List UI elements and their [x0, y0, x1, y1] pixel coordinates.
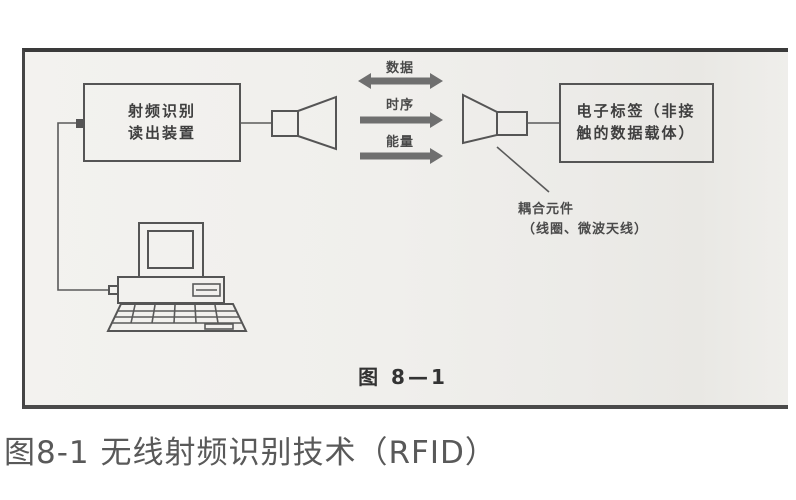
wire-connector	[76, 119, 85, 128]
computer-keyboard	[106, 303, 248, 332]
coupling-label-line1: 耦合元件	[518, 201, 574, 217]
arrow-label-energy: 能量	[386, 134, 414, 150]
rfid-figure-scan: 射频识别 读出装置 数据 时序 能量 电子标签（非接	[22, 48, 788, 409]
computer-screen	[147, 230, 194, 269]
figure-caption: 图8-1 无线射频识别技术（RFID）	[4, 435, 497, 471]
data-arrow-icon	[358, 73, 443, 89]
tag-box-label-line1: 电子标签（非接	[576, 102, 695, 120]
rfid-diagram: 射频识别 读出装置 数据 时序 能量 电子标签（非接	[57, 60, 714, 389]
arrow-label-timing: 时序	[386, 97, 414, 113]
reader-box-label-line2: 读出装置	[128, 124, 196, 142]
coupling-label-line2: （线圈、微波天线）	[522, 221, 648, 237]
computer-icon	[106, 222, 248, 332]
figure-inner-caption: 图 8—1	[358, 365, 448, 389]
energy-arrow-icon	[360, 148, 443, 164]
timing-arrow-icon	[360, 112, 443, 128]
reader-computer-wire	[57, 122, 109, 291]
arrow-label-data: 数据	[386, 60, 414, 76]
computer-drive-bay	[192, 283, 221, 297]
coupling-leader-line	[496, 146, 550, 193]
tag-box	[559, 83, 714, 163]
left-horn-antenna-icon	[271, 95, 337, 151]
wire-plug	[108, 285, 119, 295]
reader-box-label-line1: 射频识别	[127, 102, 196, 120]
tag-box-label-line2: 触的数据载体）	[576, 124, 695, 142]
right-horn-antenna-icon	[462, 93, 528, 145]
reader-box	[83, 83, 241, 162]
